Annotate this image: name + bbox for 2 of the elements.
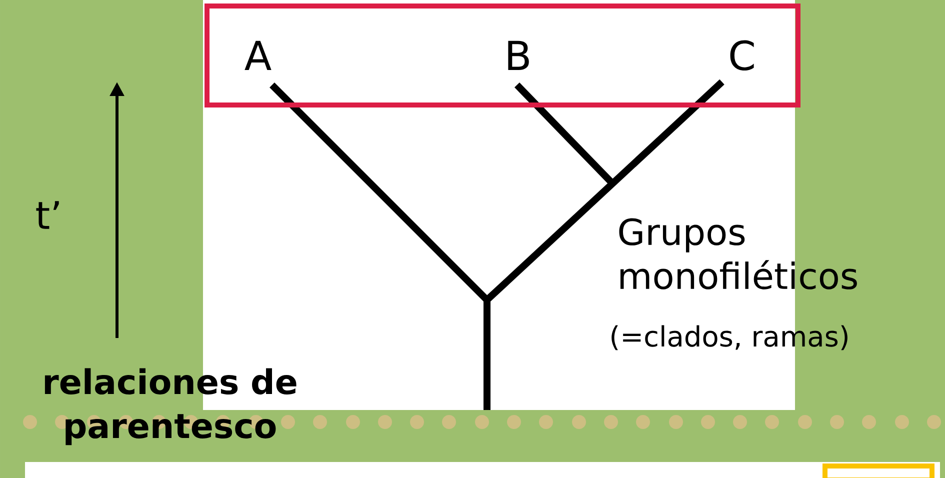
highlight-box: A B C: [204, 4, 800, 108]
axis-label: t’: [36, 201, 59, 229]
